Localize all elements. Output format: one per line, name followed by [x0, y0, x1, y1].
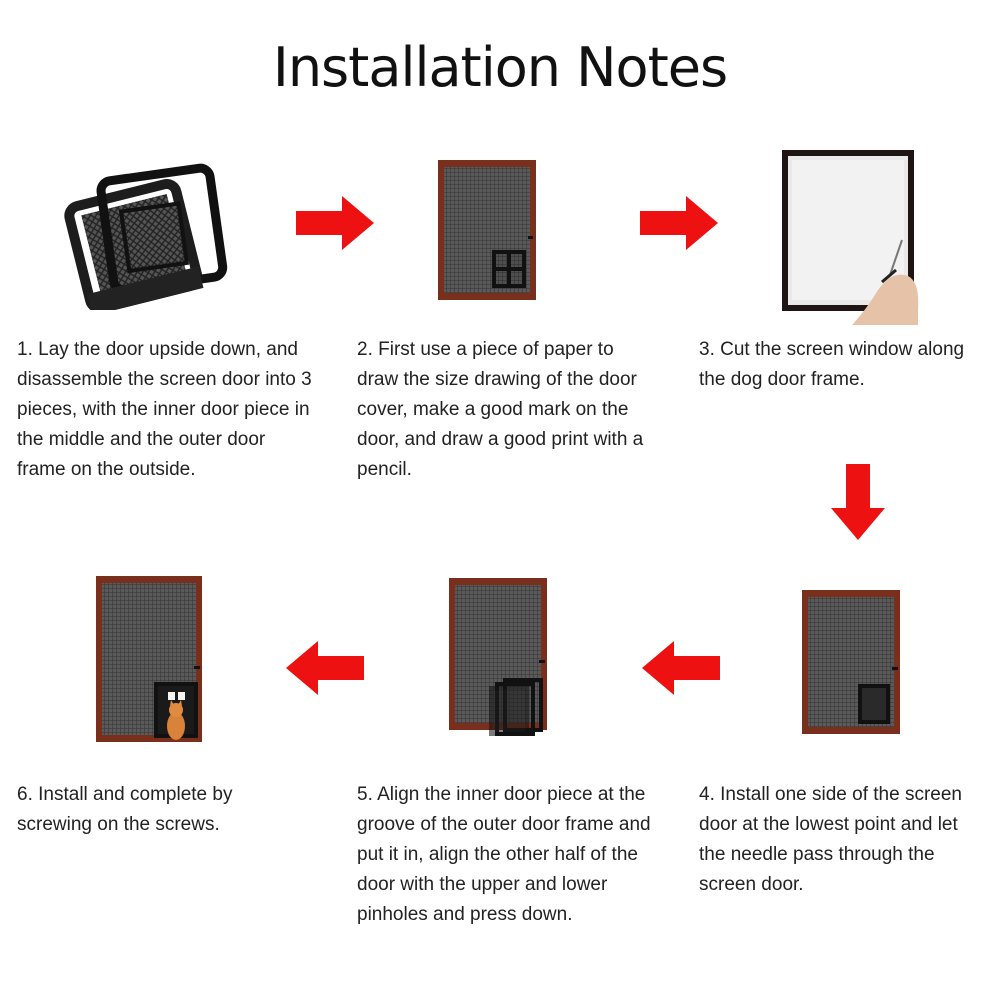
page-title: Installation Notes — [272, 36, 728, 99]
step-4-text: 4. Install one side of the screen door a… — [699, 784, 962, 895]
step-4-image — [802, 590, 900, 734]
step-2-text: 2. First use a piece of paper to draw th… — [357, 339, 644, 480]
step-1-text: 1. Lay the door upside down, and disasse… — [17, 339, 312, 480]
step-5-text: 5. Align the inner door piece at the gro… — [357, 784, 651, 925]
step-1-image — [62, 160, 237, 310]
arrow-right-icon — [640, 196, 718, 250]
step-3-image — [782, 150, 922, 325]
arrow-right-icon — [296, 196, 374, 250]
arrow-left-icon — [642, 641, 720, 695]
step-6-image — [96, 576, 204, 748]
arrow-left-icon — [286, 641, 364, 695]
step-2-image — [438, 160, 536, 300]
step-6-text: 6. Install and complete by screwing on t… — [17, 784, 233, 835]
step-3-text: 3. Cut the screen window along the dog d… — [699, 339, 965, 390]
step-5-image — [449, 578, 549, 738]
arrow-down-icon — [831, 464, 885, 540]
